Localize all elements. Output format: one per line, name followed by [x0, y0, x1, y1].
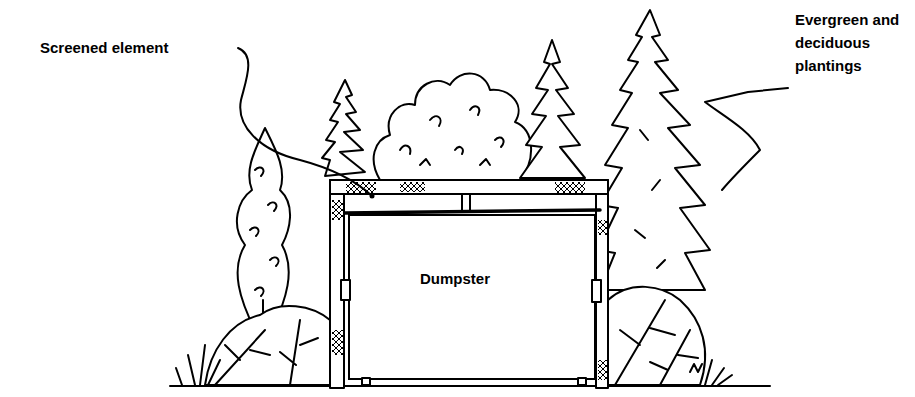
evergreen-tree [322, 80, 365, 176]
evergreen-tree [520, 40, 585, 178]
screen-hatching [598, 220, 607, 235]
screen-hatching [332, 182, 607, 380]
leaf-vein [615, 300, 698, 385]
screen-hatching [598, 360, 607, 380]
callout-label: Screened element [40, 36, 260, 59]
deciduous-tree [374, 74, 531, 180]
screen-brace [462, 194, 470, 212]
node-label: Dumpster [420, 270, 594, 287]
dumpster-lid [345, 210, 600, 213]
leader-line [238, 48, 372, 196]
callout-label: Evergreen and deciduous plantings [795, 8, 907, 77]
foliage-scribble [400, 106, 503, 165]
leaf-vein [215, 320, 318, 385]
screen-hatching [555, 182, 585, 193]
screen-hatching [332, 330, 343, 355]
screen-post [330, 180, 344, 388]
shrub [205, 306, 330, 385]
screen-post [596, 180, 608, 388]
evergreen-tree [598, 10, 710, 290]
dumpster-body: Dumpster [348, 214, 596, 380]
leader-bracket [705, 88, 788, 190]
screen-beam [330, 180, 608, 194]
screen-hatching [332, 200, 343, 220]
grass-blade [176, 345, 220, 385]
screen-hatching [400, 182, 425, 192]
leader-dot [370, 194, 375, 199]
grass-blade [690, 360, 732, 385]
